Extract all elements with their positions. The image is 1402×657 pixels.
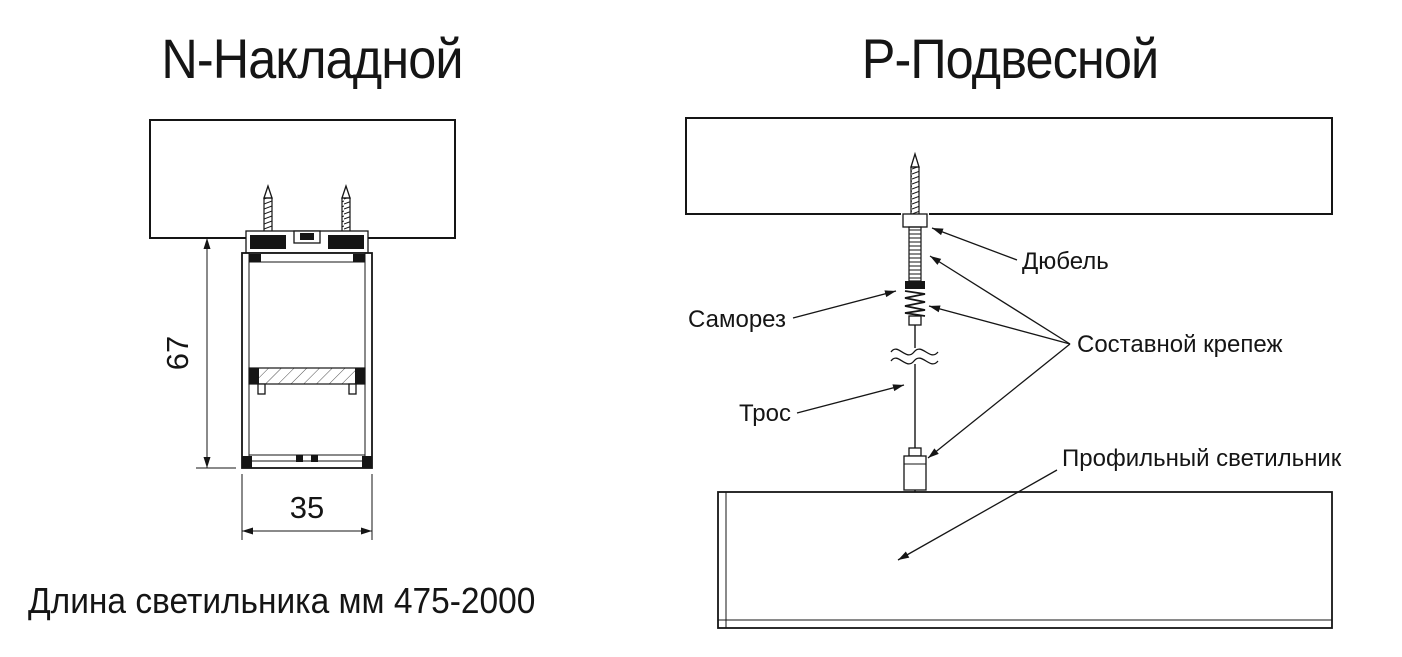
luminaire-leader-line	[897, 469, 1058, 561]
suspension-assembly	[890, 146, 939, 492]
luminaire-body	[717, 491, 1333, 629]
height-dimension: 67	[160, 237, 236, 469]
screw-label: Саморез	[688, 306, 786, 333]
break-symbol-icon	[890, 348, 939, 365]
cable-leader-line	[796, 384, 905, 414]
ceiling-section-left	[149, 119, 456, 239]
fastener-leader-line-top	[929, 255, 1071, 345]
ceiling-section-right	[685, 117, 1333, 215]
width-dimension-value: 35	[290, 490, 324, 525]
height-dimension-value: 67	[160, 336, 195, 370]
right-diagram-title: Р-Подвесной	[861, 27, 1159, 90]
length-note: Длина светильника мм 475-2000	[28, 580, 536, 621]
fastener-leader-line-bottom	[927, 343, 1071, 459]
spring-coil	[904, 290, 926, 317]
dowel	[902, 213, 928, 228]
suspended-mount-diagram: Дюбель Саморез Составной крепеж Трос Про…	[685, 117, 1342, 629]
cable-label: Трос	[739, 400, 791, 427]
threaded-rod	[908, 226, 922, 282]
width-dimension: 35	[241, 474, 373, 540]
fastener-leader-line-middle	[928, 305, 1071, 345]
profile-cross-section	[241, 230, 373, 469]
composite-fastener-label: Составной крепеж	[1077, 331, 1283, 358]
led-shelf	[248, 367, 366, 385]
nut	[905, 281, 925, 289]
cable-connector	[908, 315, 922, 326]
dowel-label: Дюбель	[1022, 248, 1109, 275]
ceiling-screw	[910, 151, 920, 217]
cable-gripper	[903, 447, 927, 492]
surface-mount-diagram: 67 35	[149, 119, 456, 540]
profile-luminaire-label: Профильный светильник	[1062, 445, 1342, 472]
left-diagram-title: N-Накладной	[161, 27, 463, 90]
screw-leader-line	[792, 290, 897, 319]
dowel-leader-line	[931, 227, 1018, 261]
mounting-screws	[260, 182, 354, 238]
